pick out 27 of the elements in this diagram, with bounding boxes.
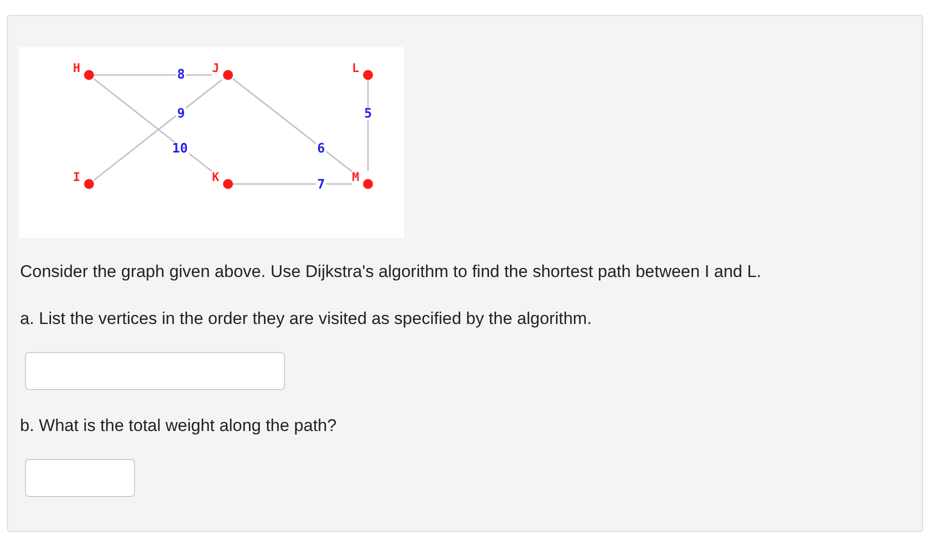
edge-line bbox=[232, 78, 352, 172]
edge-line bbox=[233, 183, 352, 185]
graph-vertex bbox=[73, 171, 94, 189]
edge-line bbox=[94, 74, 212, 76]
graph-vertex bbox=[352, 62, 373, 80]
graph-vertex bbox=[352, 171, 373, 189]
question-text: a. List the vertices in the order they are visited as specified by the algorithm. bbox=[20, 309, 592, 329]
edge-line bbox=[94, 79, 222, 181]
edge-line bbox=[367, 80, 369, 171]
edge-label: 6 bbox=[316, 142, 326, 156]
vertex-label: L bbox=[352, 62, 360, 74]
edge-label: 7 bbox=[316, 178, 326, 192]
vertex-label: I bbox=[73, 171, 80, 183]
edge-line bbox=[94, 78, 212, 172]
vertex-label: J bbox=[212, 62, 220, 74]
vertex-label: H bbox=[73, 62, 80, 74]
vertex-label: K bbox=[212, 171, 220, 183]
question-text: Consider the graph given above. Use Dijkstra's algorithm to find the shortest path between I and L. bbox=[20, 262, 762, 282]
graph-vertex bbox=[212, 62, 233, 80]
edge-label: 9 bbox=[176, 108, 186, 120]
edge-label: 8 bbox=[176, 68, 186, 82]
edge-label: 5 bbox=[363, 108, 373, 120]
graph-vertex bbox=[212, 171, 233, 189]
vertex-label: M bbox=[352, 171, 360, 183]
question-text: b. What is the total weight along the path? bbox=[20, 416, 337, 436]
graph-vertex bbox=[73, 62, 94, 80]
edge-label: 10 bbox=[171, 142, 189, 156]
